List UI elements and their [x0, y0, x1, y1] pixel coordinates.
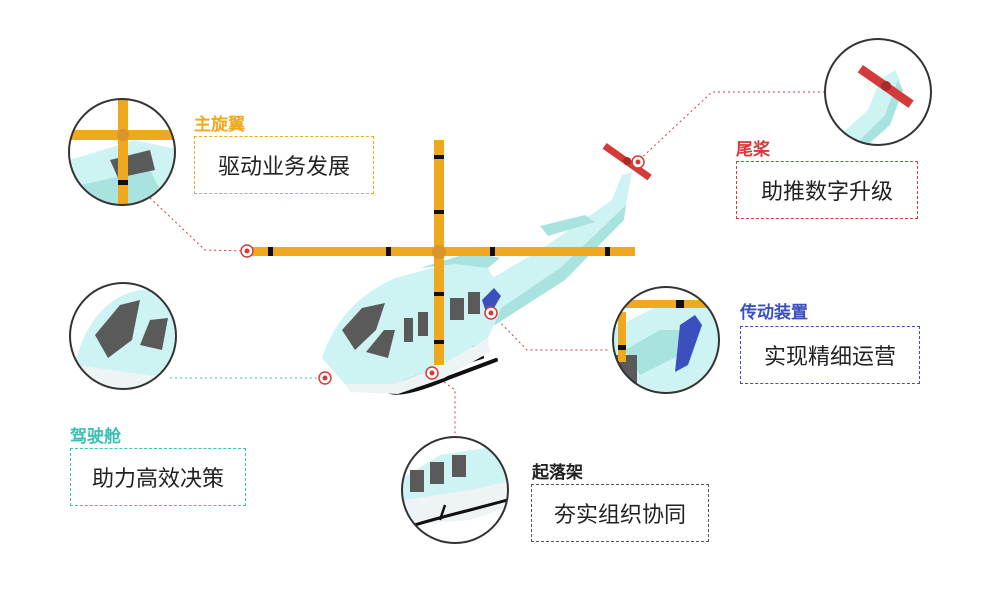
horizontal-stabilizer	[540, 215, 595, 236]
cabin-window-2	[418, 312, 428, 336]
helicopter-body	[322, 172, 632, 395]
anchor-tail-rotor-icon	[631, 155, 645, 169]
anchor-landing-gear-icon	[425, 366, 439, 380]
connector-transmission	[490, 312, 610, 351]
cabin-window-1	[404, 318, 413, 342]
tail-rotor	[602, 143, 652, 181]
connector-lines	[109, 91, 826, 440]
transmission-description: 实现精细运营	[740, 326, 920, 384]
cockpit-title: 驾驶舱	[70, 427, 121, 447]
cockpit-window	[342, 303, 385, 350]
anchor-transmission-icon	[484, 306, 498, 320]
anchor-cockpit-icon	[318, 371, 332, 385]
tail-rotor-description: 助推数字升级	[736, 161, 918, 219]
zoom-tail-rotor	[824, 38, 932, 146]
main-rotor-description: 驱动业务发展	[194, 136, 374, 194]
connector-landing-gear	[431, 372, 456, 440]
main-rotor-title: 主旋翼	[194, 115, 245, 135]
connector-tail-rotor	[635, 91, 826, 164]
anchor-markers	[240, 155, 645, 385]
zoom-cockpit	[69, 282, 177, 390]
tail-rotor-title: 尾桨	[736, 140, 770, 160]
connector-main-rotor	[109, 159, 248, 252]
zoom-landing-gear	[401, 436, 509, 544]
transmission-title: 传动装置	[740, 303, 808, 323]
cockpit-description: 助力高效决策	[70, 448, 246, 506]
anchor-main-rotor-icon	[240, 244, 254, 258]
landing-gear-title: 起落架	[532, 463, 583, 483]
zoom-main-rotor	[68, 98, 176, 206]
zoom-transmission	[612, 286, 720, 394]
tail-boom	[455, 172, 632, 322]
landing-gear-description: 夯实组织协同	[531, 484, 709, 542]
main-rotor	[251, 140, 635, 365]
fuselage	[322, 262, 505, 384]
cabin-window-3	[450, 298, 464, 320]
